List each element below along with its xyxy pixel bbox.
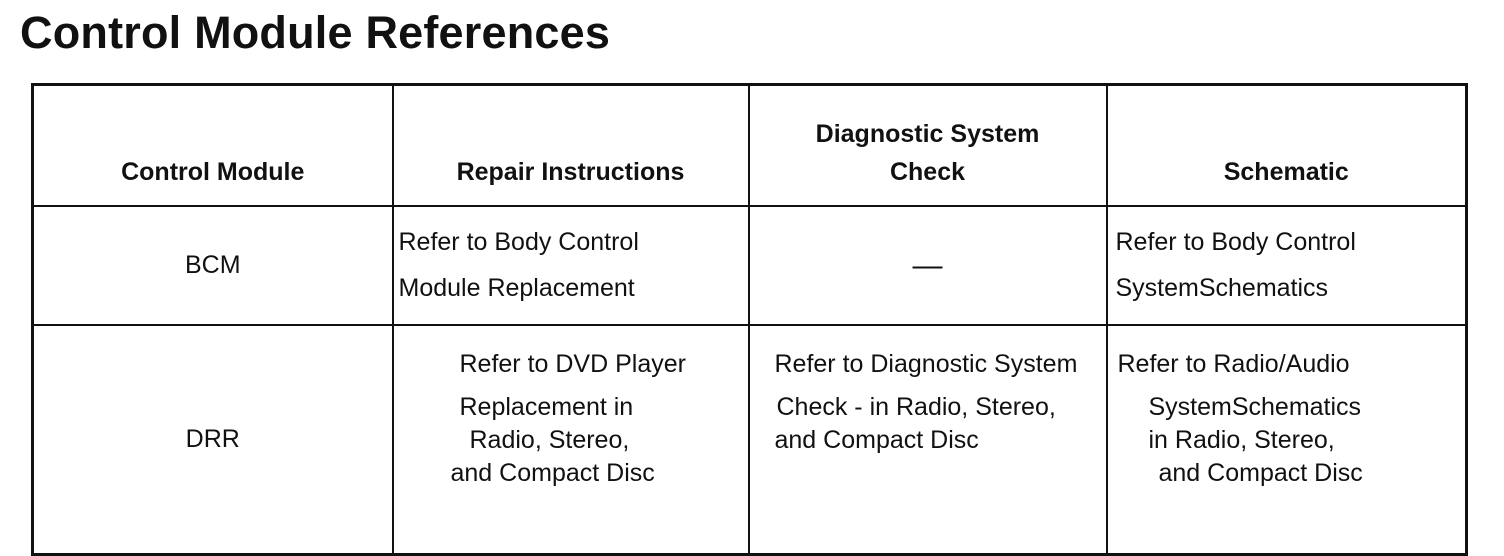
schematic-drr-line-1: Refer to Radio/Audio xyxy=(1117,350,1350,378)
cell-diagnostic-drr: Refer to Diagnostic System Check - in Ra… xyxy=(747,324,1108,556)
schematic-bcm-line-2: SystemSchematics xyxy=(1115,274,1329,302)
header-control-module: Control Module xyxy=(31,83,394,207)
control-module-references-table: Control Module Repair Instructions Diagn… xyxy=(31,83,1468,556)
header-diagnostic-system-check: Diagnostic System Check xyxy=(747,83,1108,207)
header-row: Control Module Repair Instructions Diagn… xyxy=(31,83,1468,207)
table-row-bcm: BCM Refer to Body Control Module Replace… xyxy=(31,205,1468,326)
repair-drr-line-4: and Compact Disc xyxy=(450,459,655,487)
cell-schematic-drr: Refer to Radio/Audio SystemSchematics in… xyxy=(1105,324,1468,556)
cell-repair-bcm: Refer to Body Control Module Replacement xyxy=(391,205,750,326)
header-diagnostic-line-1: Diagnostic System xyxy=(815,120,1040,148)
cell-diagnostic-bcm: — xyxy=(747,205,1108,326)
header-diagnostic-line-2: Check xyxy=(889,158,966,186)
schematic-drr-line-4: and Compact Disc xyxy=(1158,459,1363,487)
repair-drr-line-3: Radio, Stereo, xyxy=(469,426,630,454)
repair-drr-line-1: Refer to DVD Player xyxy=(459,350,686,378)
cell-repair-drr: Refer to DVD Player Replacement in Radio… xyxy=(391,324,750,556)
schematic-drr-line-2: SystemSchematics xyxy=(1148,393,1362,421)
table-row-drr: DRR Refer to DVD Player Replacement in R… xyxy=(31,324,1468,556)
page-title: Control Module References xyxy=(20,7,611,58)
header-repair-instructions: Repair Instructions xyxy=(391,83,750,207)
schematic-bcm-line-1: Refer to Body Control xyxy=(1115,228,1356,256)
repair-bcm-line-2: Module Replacement xyxy=(398,274,635,302)
diagnostic-drr-line-3: and Compact Disc xyxy=(774,426,979,454)
cell-module-bcm: BCM xyxy=(31,205,394,326)
schematic-drr-line-3: in Radio, Stereo, xyxy=(1148,426,1335,454)
header-schematic: Schematic xyxy=(1105,83,1468,207)
cell-module-drr: DRR xyxy=(31,324,394,556)
diagnostic-drr-line-1: Refer to Diagnostic System xyxy=(774,350,1078,378)
repair-drr-line-2: Replacement in xyxy=(459,393,634,421)
cell-schematic-bcm: Refer to Body Control SystemSchematics xyxy=(1105,205,1468,326)
diagnostic-drr-line-2: Check - in Radio, Stereo, xyxy=(776,393,1056,421)
repair-bcm-line-1: Refer to Body Control xyxy=(398,228,639,256)
